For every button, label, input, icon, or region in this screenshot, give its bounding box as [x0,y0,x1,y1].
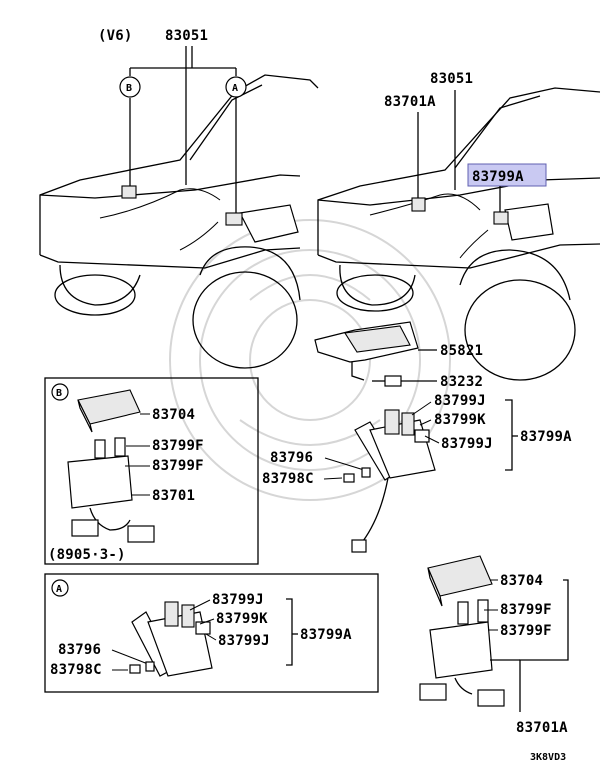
callout-83799f-b1[interactable]: 83799F [152,438,204,454]
leader-83799j-a [189,599,211,611]
callout-83232[interactable]: 83232 [440,374,483,390]
box-a-relay-drawing [131,601,213,677]
callout-83704-br[interactable]: 83704 [500,573,543,589]
box-b-date-note: (8905·3-) [48,547,126,563]
diagram-code: 3K8VD3 [530,752,566,763]
bracket-83701a-bottom [519,579,569,712]
v6-label: (V6) [98,28,133,44]
callout-83799f-b2[interactable]: 83799F [152,458,204,474]
callout-83701a-top[interactable]: 83701A [384,94,436,110]
callout-83051-left[interactable]: 83051 [165,28,208,44]
callout-a-letter: A [232,83,238,94]
callout-83798c-mid[interactable]: 83798C [262,471,314,487]
callout-83799k-a[interactable]: 83799K [216,611,268,627]
callout-83799a-a[interactable]: 83799A [300,627,352,643]
bolt-83232-drawing [372,375,402,387]
callout-83799j2-a[interactable]: 83799J [218,633,270,649]
leader-83799k-mid [419,419,432,426]
callout-83701a-bottom[interactable]: 83701A [516,720,568,736]
bracket-83799a-a [286,598,293,666]
callout-83799j-mid[interactable]: 83799J [434,393,486,409]
leader-83799j2-a [205,633,217,641]
callout-83796-a[interactable]: 83796 [58,642,101,658]
callout-circle-a [225,76,247,98]
relay-block-drawing-mid [351,409,436,553]
box-a-tag-circle [51,579,69,597]
callout-lines-left [129,46,237,213]
leader-83799j-mid [411,401,432,416]
highlight-box [467,163,547,187]
leader-83798c-mid [323,477,343,480]
box-b-tag-circle [51,383,69,401]
callout-83799a-highlighted[interactable]: 83799A [472,169,524,185]
callout-83798c-a[interactable]: 83798C [50,662,102,678]
screw-83798c-a [129,664,141,674]
callout-83799f-br1[interactable]: 83799F [500,602,552,618]
box-a-tag: A [56,584,62,595]
callout-83799k-mid[interactable]: 83799K [434,412,486,428]
watermark-emblem [169,219,451,501]
screw-83798c-mid [343,473,355,483]
box-b-parts-drawing [67,389,155,543]
callout-b-letter: B [126,83,132,94]
callout-83799f-br2[interactable]: 83799F [500,623,552,639]
callout-circle-b [119,76,141,98]
bracket-85821-drawing [314,321,419,381]
leader-83799j2-mid [424,435,440,444]
callout-83799a-mid[interactable]: 83799A [520,429,572,445]
detail-box-a [44,573,379,693]
callout-83051-right[interactable]: 83051 [430,71,473,87]
callout-83701-b[interactable]: 83701 [152,488,195,504]
callout-83704-b[interactable]: 83704 [152,407,195,423]
callout-83799j2-mid[interactable]: 83799J [441,436,493,452]
callout-85821[interactable]: 85821 [440,343,483,359]
left-vehicle-drawing [39,74,319,369]
leader-83796-mid [324,457,365,471]
callout-83796-mid[interactable]: 83796 [270,450,313,466]
bracket-83799a-mid [505,399,513,471]
detail-box-b [44,377,259,565]
nut-83796-mid [361,467,371,478]
callout-83799j-a[interactable]: 83799J [212,592,264,608]
bottom-right-unit-drawing [419,555,505,707]
box-b-tag: B [56,388,62,399]
leader-83796-a [111,649,149,665]
nut-83796-a [145,661,155,672]
right-vehicle-drawing [317,87,601,381]
leader-83799k-a [199,618,215,625]
